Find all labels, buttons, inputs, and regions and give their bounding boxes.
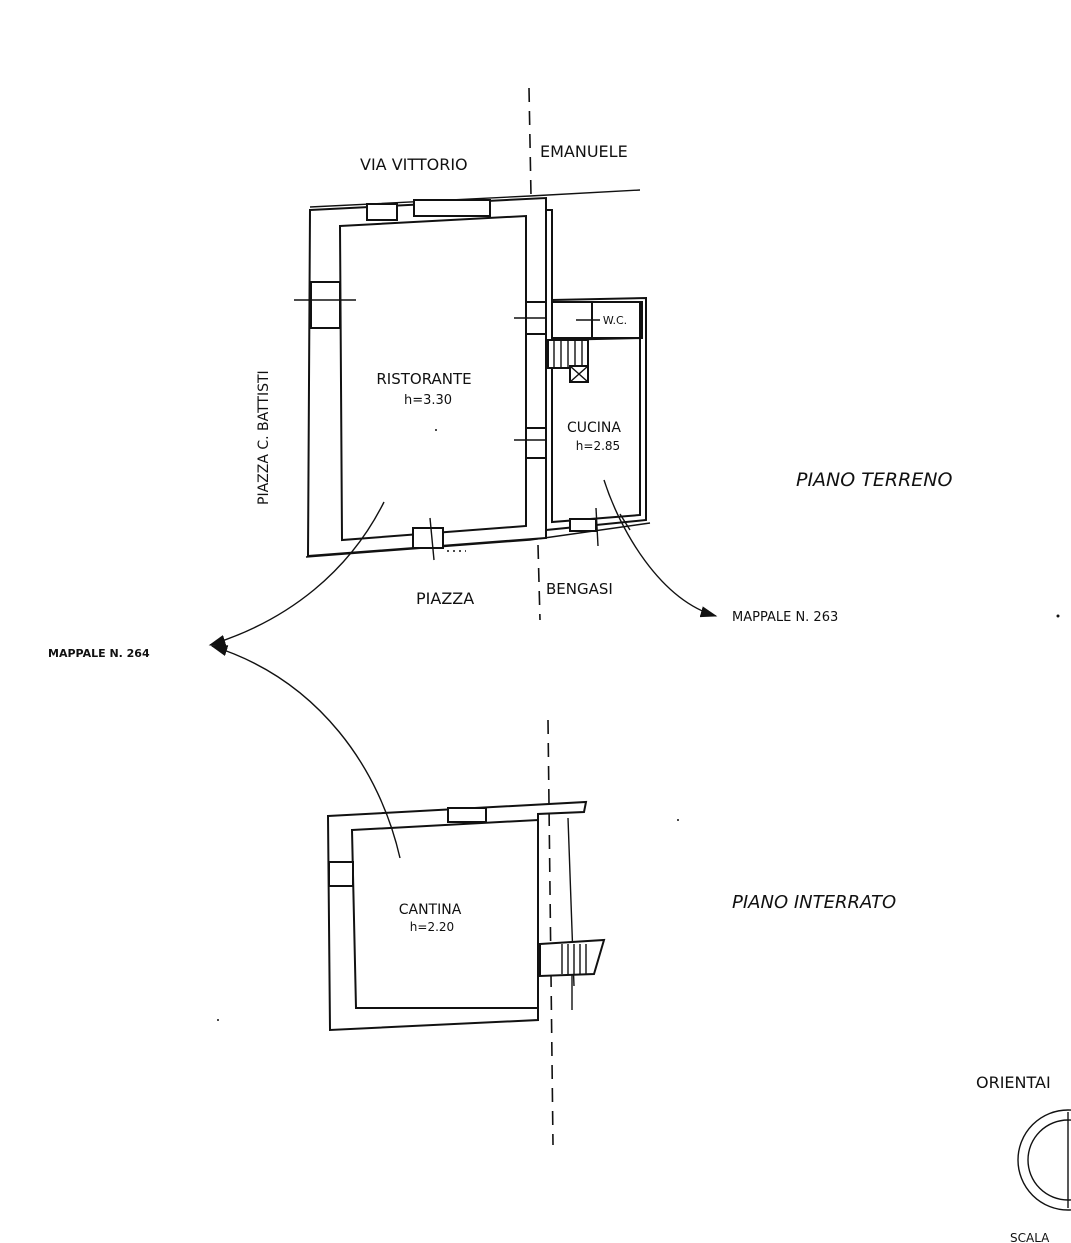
ristorante-block [294, 196, 560, 561]
compass-icon [1017, 1109, 1071, 1211]
room-height-cantina: h=2.20 [410, 920, 454, 934]
level-label-ground: PIANO TERRENO [796, 469, 952, 491]
arrow-cucina-to-263 [603, 479, 718, 618]
room-label-cantina: CANTINA [399, 902, 462, 918]
parcel-label-264: MAPPALE N. 264 [48, 647, 150, 660]
orientation-label: ORIENTAI [976, 1073, 1051, 1092]
property-boundary-upper [528, 87, 541, 621]
street-label-south-left: PIAZZA [416, 589, 474, 608]
property-boundary-lower [547, 719, 554, 1146]
cantina-block [326, 800, 606, 1032]
street-label-north-right: EMANUELE [540, 142, 628, 161]
room-height-cucina: h=2.85 [576, 439, 620, 453]
arrow-cantina-to-264 [210, 645, 401, 859]
street-label-west: PIAZZA C. BATTISTI [256, 370, 272, 505]
scale-label: SCALA [1010, 1231, 1050, 1243]
room-label-cucina: CUCINA [567, 420, 621, 436]
room-height-ristorante: h=3.30 [404, 393, 452, 408]
cucina-block [545, 209, 647, 547]
street-label-south-right: BENGASI [546, 580, 613, 598]
room-label-wc: W.C. [603, 314, 627, 327]
level-label-basement: PIANO INTERRATO [732, 892, 896, 913]
street-label-north-left: VIA VITTORIO [360, 155, 468, 174]
room-label-ristorante: RISTORANTE [376, 370, 471, 388]
parcel-label-263: MAPPALE N. 263 [732, 610, 838, 625]
arrow-ristorante-to-264 [208, 501, 385, 646]
